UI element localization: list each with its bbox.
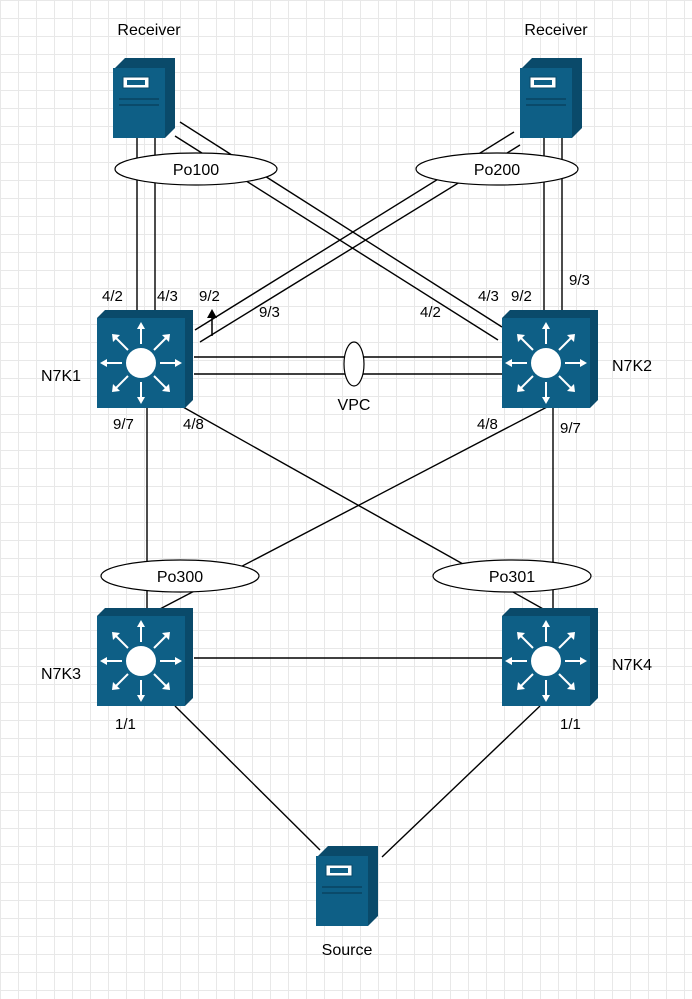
bundle-label-po200: Po200 [474, 162, 520, 179]
port-label: 1/1 [115, 716, 136, 733]
port-label: 4/8 [183, 416, 204, 433]
port-label: 4/3 [478, 288, 499, 305]
switch-icon [501, 309, 599, 409]
receiver-right: Receiver [519, 22, 588, 139]
receiver-left-label: Receiver [117, 22, 181, 39]
port-label: 9/7 [560, 420, 581, 437]
source-server: Source [315, 845, 379, 959]
bundle-label-po300: Po300 [157, 569, 203, 586]
port-label: 4/8 [477, 416, 498, 433]
port-label: 4/2 [102, 288, 123, 305]
switch-n7k4: N7K4 [501, 607, 652, 707]
port-label: 4/2 [420, 304, 441, 321]
bundle-label-vpc: VPC [338, 397, 371, 414]
bundle-po200: Po200 [415, 152, 579, 186]
server-icon [519, 57, 583, 139]
port-label: 9/3 [569, 272, 590, 289]
port-label: 9/2 [511, 288, 532, 305]
switch-n7k2: N7K2 [501, 309, 652, 409]
bundle-label-po301: Po301 [489, 569, 535, 586]
switch-icon [501, 607, 599, 707]
port-label: 1/1 [560, 716, 581, 733]
bundle-label-po100: Po100 [173, 162, 219, 179]
port-label: 9/3 [259, 304, 280, 321]
bundle-po301: Po301 [432, 559, 592, 593]
bundle-po100: Po100 [114, 152, 278, 186]
server-icon [315, 845, 379, 927]
server-icon [112, 57, 176, 139]
direction-arrow-icon [207, 309, 217, 336]
bundle-po300: Po300 [100, 559, 260, 593]
port-label: 4/3 [157, 288, 178, 305]
bundle-vpc: VPC [338, 341, 371, 414]
link-n7k3-source [174, 705, 321, 851]
link-rxl-n7k2-a [179, 121, 503, 328]
switch-icon [96, 309, 194, 409]
switch-icon [96, 607, 194, 707]
receiver-left: Receiver [112, 22, 181, 139]
switch-n7k2-label: N7K2 [612, 358, 652, 375]
switch-n7k3-label: N7K3 [41, 666, 81, 683]
switch-n7k3: N7K3 [41, 607, 194, 707]
receiver-right-label: Receiver [524, 22, 588, 39]
port-label: 9/2 [199, 288, 220, 305]
switch-n7k1-label: N7K1 [41, 368, 81, 385]
source-label: Source [322, 942, 373, 959]
switch-n7k4-label: N7K4 [612, 657, 652, 674]
link-n7k4-source [381, 705, 541, 858]
port-label: 9/7 [113, 416, 134, 433]
switch-n7k1: N7K1 [41, 309, 194, 409]
